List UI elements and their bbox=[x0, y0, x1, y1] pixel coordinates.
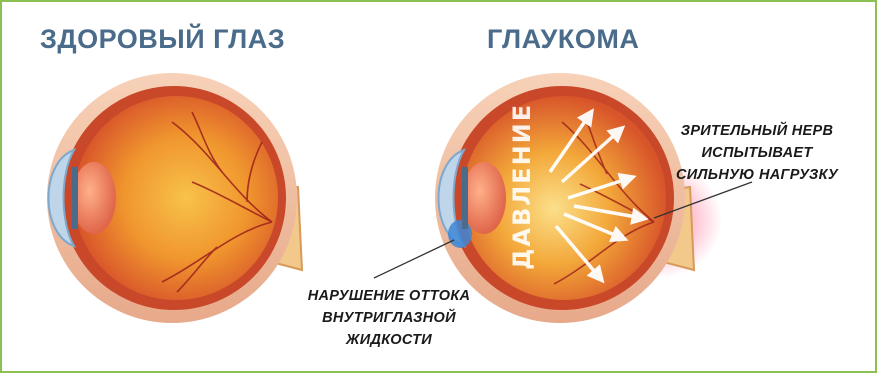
optic-nerve-label-line: ИСПЫТЫВАЕТ bbox=[642, 142, 872, 164]
outflow-label: НАРУШЕНИЕ ОТТОКА ВНУТРИГЛАЗНОЙ ЖИДКОСТИ bbox=[264, 285, 514, 351]
optic-nerve-label: ЗРИТЕЛЬНЫЙ НЕРВ ИСПЫТЫВАЕТ СИЛЬНУЮ НАГРУ… bbox=[642, 120, 872, 186]
iris bbox=[462, 167, 468, 229]
optic-nerve-label-line: ЗРИТЕЛЬНЫЙ НЕРВ bbox=[642, 120, 872, 142]
outflow-callout-line bbox=[374, 240, 454, 278]
iris bbox=[72, 167, 78, 229]
outflow-label-line: ЖИДКОСТИ bbox=[264, 329, 514, 351]
blocked-drainage bbox=[448, 220, 472, 248]
lens bbox=[72, 162, 116, 234]
outflow-label-line: НАРУШЕНИЕ ОТТОКА bbox=[264, 285, 514, 307]
optic-nerve-label-line: СИЛЬНУЮ НАГРУЗКУ bbox=[642, 164, 872, 186]
outflow-label-line: ВНУТРИГЛАЗНОЙ bbox=[264, 307, 514, 329]
pressure-label: ДАВЛЕНИЕ bbox=[508, 103, 536, 270]
lens bbox=[462, 162, 506, 234]
